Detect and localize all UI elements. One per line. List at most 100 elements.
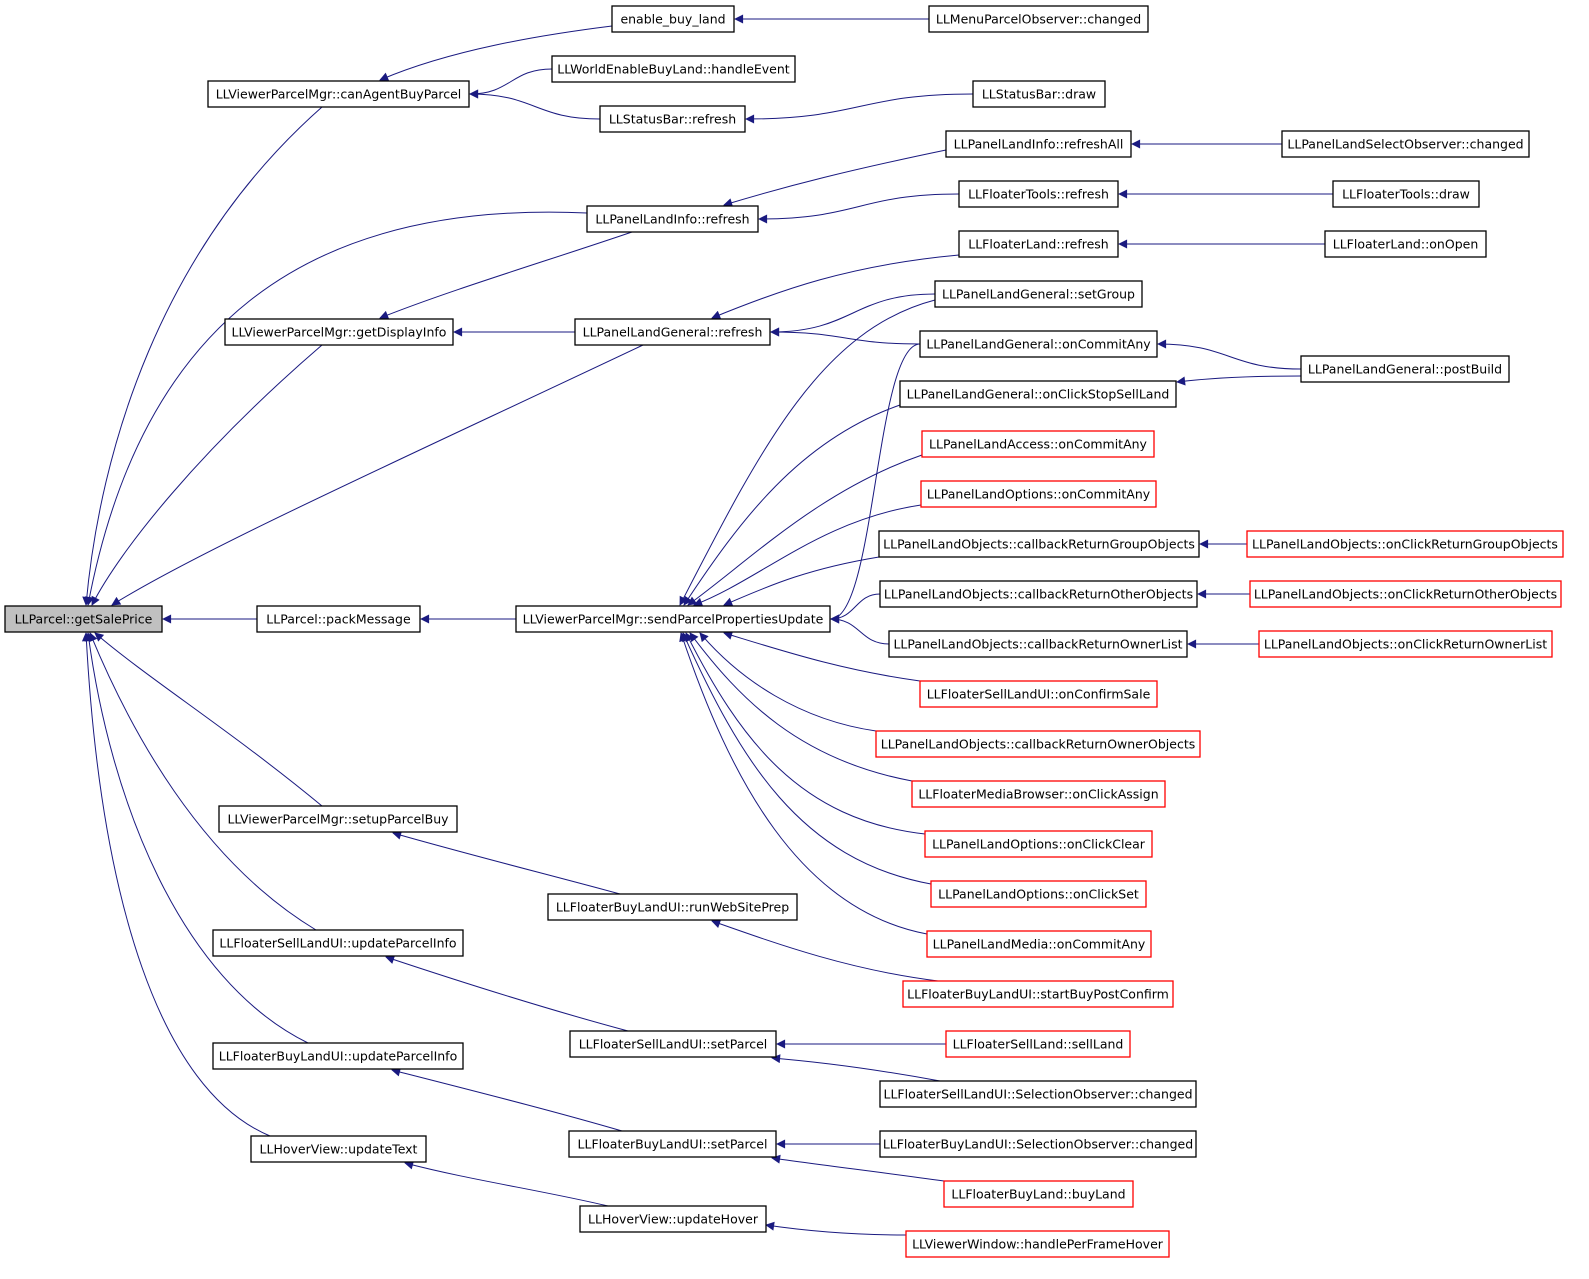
node-label: LLFloaterSellLandUI::updateParcelInfo — [219, 936, 456, 951]
node-llworldenablebuyland-handleevent[interactable]: LLWorldEnableBuyLand::handleEvent — [551, 55, 796, 83]
node-label: LLPanelLandOptions::onClickClear — [932, 837, 1146, 852]
node-label: LLFloaterTools::draw — [1342, 187, 1470, 202]
node-llparcel-packmessage[interactable]: LLParcel::packMessage — [256, 605, 421, 633]
node-llparcel-getsaleprice[interactable]: LLParcel::getSalePrice — [4, 605, 163, 633]
node-llpanellandoptions-onclickset[interactable]: LLPanelLandOptions::onClickSet — [930, 880, 1147, 908]
node-label: LLViewerParcelMgr::canAgentBuyParcel — [216, 87, 462, 102]
node-llpanellandselectobserver-changed[interactable]: LLPanelLandSelectObserver::changed — [1281, 130, 1530, 158]
node-llmenuparcelobserver-changed[interactable]: LLMenuParcelObserver::changed — [928, 5, 1149, 33]
nodes-layer: LLParcel::getSalePriceLLViewerParcelMgr:… — [4, 5, 1564, 1258]
node-llfloaterbuyland-buyland[interactable]: LLFloaterBuyLand::buyLand — [943, 1180, 1134, 1208]
edge-landinforefresh-to-root — [85, 211, 588, 606]
node-box — [256, 605, 421, 633]
node-llfloaterbuylandui-updateparcelinfo[interactable]: LLFloaterBuyLandUI::updateParcelInfo — [212, 1042, 464, 1070]
node-box — [888, 630, 1188, 658]
node-llpanellandoptions-onclickclear[interactable]: LLPanelLandOptions::onClickClear — [924, 830, 1153, 858]
node-llfloaterselllandui-onconfirmsale[interactable]: LLFloaterSellLandUI::onConfirmSale — [919, 680, 1158, 708]
node-label: LLPanelLandGeneral::onClickStopSellLand — [907, 387, 1170, 402]
node-llpanellandobjects-onclickreturnownerlist[interactable]: LLPanelLandObjects::onClickReturnOwnerLi… — [1258, 630, 1553, 658]
node-llpanellandmedia-oncommitany[interactable]: LLPanelLandMedia::onCommitAny — [926, 930, 1152, 958]
edge-cbownerlist-to-sendupdate — [830, 614, 890, 645]
node-label: LLViewerParcelMgr::sendParcelPropertiesU… — [523, 612, 824, 627]
node-box — [945, 130, 1132, 158]
node-label: LLPanelLandGeneral::postBuild — [1308, 362, 1502, 377]
node-llfloaterbuylandui-startbuypostconfirm[interactable]: LLFloaterBuyLandUI::startBuyPostConfirm — [902, 980, 1174, 1008]
edge-hovertext-to-root — [81, 632, 271, 1137]
edge-landinforefresh-to-getdisplay — [379, 231, 633, 320]
node-label: LLPanelLandObjects::callbackReturnOwnerL… — [893, 637, 1182, 652]
node-llpanellandobjects-onclickreturngroupobjects[interactable]: LLPanelLandObjects::onClickReturnGroupOb… — [1246, 530, 1564, 558]
node-box — [930, 880, 1147, 908]
node-box — [515, 605, 831, 633]
node-llfloaterland-refresh[interactable]: LLFloaterLand::refresh — [958, 230, 1119, 258]
edge-gencommit-to-landgenrefresh — [770, 327, 921, 345]
node-label: LLFloaterBuyLandUI::runWebSitePrep — [556, 900, 789, 915]
node-box — [579, 1205, 767, 1233]
node-llstatusbar-refresh[interactable]: LLStatusBar::refresh — [599, 105, 746, 133]
node-llpanellandgeneral-refresh[interactable]: LLPanelLandGeneral::refresh — [574, 318, 771, 346]
edge-perframe-to-updatehover — [765, 1221, 907, 1236]
node-llpanellandgeneral-onclickstopsellland[interactable]: LLPanelLandGeneral::onClickStopSellLand — [899, 380, 1177, 408]
edge-cbownerobj-to-sendupdate — [699, 632, 877, 732]
node-box — [879, 580, 1198, 608]
node-enable-buy-land[interactable]: enable_buy_land — [611, 5, 735, 33]
node-llfloaterbuylandui-setparcel[interactable]: LLFloaterBuyLandUI::setParcel — [568, 1130, 777, 1158]
node-llfloaterselllandui-selectionobserver-changed[interactable]: LLFloaterSellLandUI::SelectionObserver::… — [879, 1080, 1197, 1108]
node-llstatusbar-draw[interactable]: LLStatusBar::draw — [972, 80, 1106, 108]
node-llpanellandgeneral-setgroup[interactable]: LLPanelLandGeneral::setGroup — [934, 280, 1143, 308]
node-box — [1281, 130, 1530, 158]
node-llfloaterbuylandui-selectionobserver-changed[interactable]: LLFloaterBuyLandUI::SelectionObserver::c… — [879, 1130, 1197, 1158]
node-label: LLFloaterBuyLandUI::updateParcelInfo — [219, 1049, 458, 1064]
node-llpanellandaccess-oncommitany[interactable]: LLPanelLandAccess::onCommitAny — [921, 430, 1155, 458]
node-llfloatermediabrowser-onclickassign[interactable]: LLFloaterMediaBrowser::onClickAssign — [911, 780, 1166, 808]
node-llpanellandoptions-oncommitany[interactable]: LLPanelLandOptions::onCommitAny — [920, 480, 1157, 508]
edge-accesscommit-to-sendupdate — [687, 454, 923, 606]
node-box — [212, 1042, 464, 1070]
node-llpanellandgeneral-oncommitany[interactable]: LLPanelLandGeneral::onCommitAny — [919, 330, 1158, 358]
edge-optclear-to-sendupdate — [685, 632, 926, 835]
node-box — [4, 605, 163, 633]
node-label: LLPanelLandAccess::onCommitAny — [929, 437, 1147, 452]
node-llfloatertools-refresh[interactable]: LLFloaterTools::refresh — [958, 180, 1119, 208]
node-llpanellandinfo-refresh[interactable]: LLPanelLandInfo::refresh — [586, 205, 759, 233]
node-llviewerparcelmgr-sendparcelpropertiesupdate[interactable]: LLViewerParcelMgr::sendParcelPropertiesU… — [515, 605, 831, 633]
node-box — [551, 55, 796, 83]
node-llviewerparcelmgr-setupparcelbuy[interactable]: LLViewerParcelMgr::setupParcelBuy — [218, 805, 458, 833]
node-label: LLPanelLandOptions::onCommitAny — [927, 487, 1151, 502]
edge-buyupd-to-root — [84, 632, 309, 1044]
node-box — [568, 1130, 777, 1158]
node-llviewerparcelmgr-getdisplayinfo[interactable]: LLViewerParcelMgr::getDisplayInfo — [224, 318, 454, 346]
node-llhoverview-updatetext[interactable]: LLHoverView::updateText — [250, 1135, 427, 1163]
node-llpanellandobjects-callbackreturnotherobjects[interactable]: LLPanelLandObjects::callbackReturnOtherO… — [879, 580, 1198, 608]
node-llhoverview-updatehover[interactable]: LLHoverView::updateHover — [579, 1205, 767, 1233]
node-llpanellandinfo-refreshall[interactable]: LLPanelLandInfo::refreshAll — [945, 130, 1132, 158]
node-box — [586, 205, 759, 233]
node-label: LLHoverView::updateText — [260, 1142, 418, 1157]
node-llpanellandobjects-callbackreturnownerlist[interactable]: LLPanelLandObjects::callbackReturnOwnerL… — [888, 630, 1188, 658]
node-llpanellandobjects-callbackreturnownerobjects[interactable]: LLPanelLandObjects::callbackReturnOwnerO… — [875, 730, 1201, 758]
edge-landgenrefresh-to-root — [111, 344, 644, 606]
node-label: LLPanelLandSelectObserver::changed — [1287, 137, 1523, 152]
node-label: LLPanelLandGeneral::onCommitAny — [926, 337, 1151, 352]
node-llfloaterselllandui-setparcel[interactable]: LLFloaterSellLandUI::setParcel — [569, 1030, 777, 1058]
node-llfloaterselllandui-updateparcelinfo[interactable]: LLFloaterSellLandUI::updateParcelInfo — [212, 929, 464, 957]
node-box — [547, 893, 798, 921]
node-llpanellandobjects-callbackreturngroupobjects[interactable]: LLPanelLandObjects::callbackReturnGroupO… — [878, 530, 1200, 558]
edge-mediaassign-to-sendupdate — [689, 632, 913, 782]
node-llfloatersellland-sellland[interactable]: LLFloaterSellLand::sellLand — [945, 1030, 1131, 1058]
node-box — [926, 930, 1152, 958]
edge-postbuild-to-gencommit — [1157, 339, 1302, 370]
edge-confirmsale-to-sendupdate — [723, 631, 921, 682]
node-box — [879, 1130, 1197, 1158]
node-llviewerwindow-handleperframehover[interactable]: LLViewerWindow::handlePerFrameHover — [905, 1230, 1170, 1258]
node-llviewerparcelmgr-canagentbuyparcel[interactable]: LLViewerParcelMgr::canAgentBuyParcel — [207, 80, 470, 108]
node-llfloaterbuylandui-runwebsiteprep[interactable]: LLFloaterBuyLandUI::runWebSitePrep — [547, 893, 798, 921]
node-llfloatertools-draw[interactable]: LLFloaterTools::draw — [1332, 180, 1480, 208]
node-label: LLFloaterSellLand::sellLand — [953, 1037, 1124, 1052]
node-box — [911, 780, 1166, 808]
node-box — [945, 1030, 1131, 1058]
node-llfloaterland-onopen[interactable]: LLFloaterLand::onOpen — [1324, 230, 1487, 258]
node-llpanellandobjects-onclickreturnotherobjects[interactable]: LLPanelLandObjects::onClickReturnOtherOb… — [1249, 580, 1562, 608]
node-label: LLFloaterBuyLand::buyLand — [951, 1187, 1125, 1202]
node-llpanellandgeneral-postbuild[interactable]: LLPanelLandGeneral::postBuild — [1300, 355, 1510, 383]
